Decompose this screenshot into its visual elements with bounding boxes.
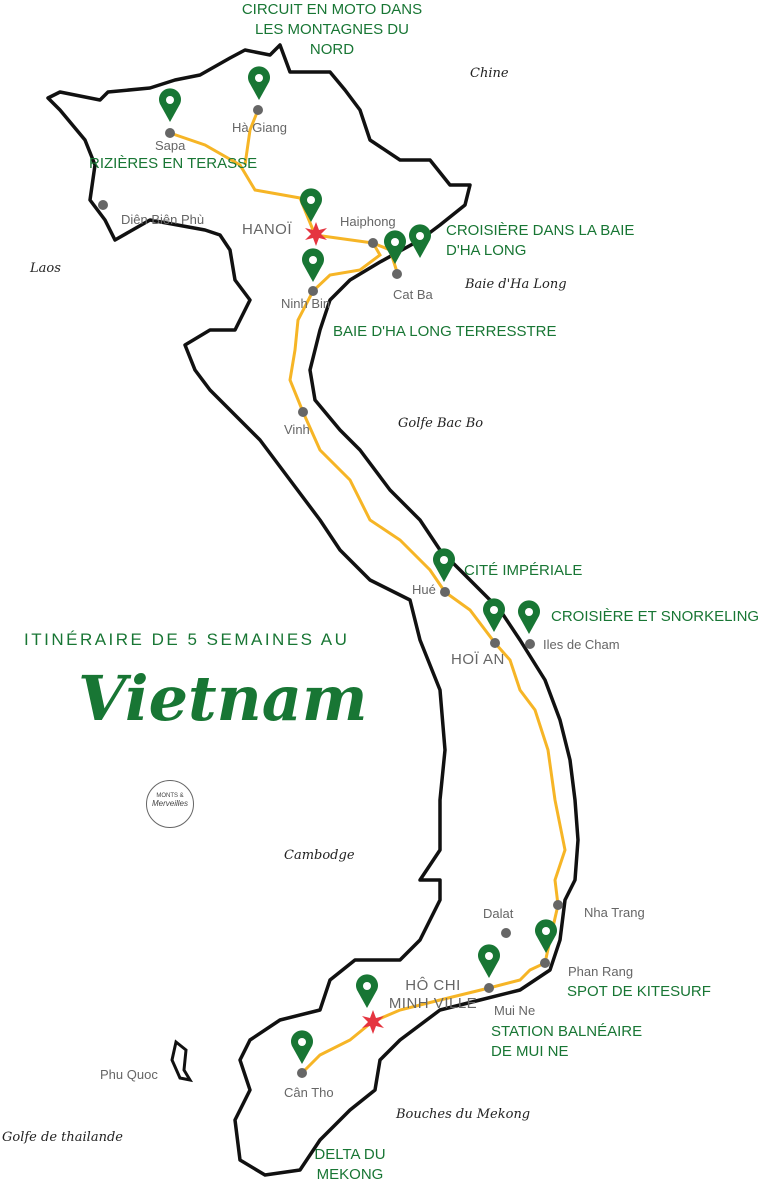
pin-icon [518, 600, 540, 634]
activity-cite-imperiale: CITÉ IMPÉRIALE [464, 562, 583, 579]
dot-iles-cham [525, 639, 535, 649]
pin-icon [478, 944, 500, 978]
city-vinh: Vinh [284, 422, 310, 437]
city-phu-quoc: Phu Quoc [100, 1067, 158, 1082]
dot-hue [440, 587, 450, 597]
region-golfe-bac-bo: Golfe Bac Bo [398, 416, 484, 431]
city-ninh-binh: Ninh Bin [281, 296, 331, 311]
pin-icon [302, 248, 324, 282]
dot-haiphong [368, 238, 378, 248]
region-baie-halong: Baie d'Ha Long [465, 277, 567, 292]
region-chine: Chine [470, 66, 509, 81]
dot-mui-ne [484, 983, 494, 993]
city-cat-ba: Cat Ba [393, 287, 433, 302]
route-ha-giang [243, 109, 260, 166]
activity-croisiere-halong: CROISIÈRE DANS LA BAIE D'HA LONG [446, 222, 635, 259]
city-iles-de-cham: Iles de Cham [543, 637, 620, 652]
hcmc-star-icon [362, 1010, 384, 1034]
title-country: Vietnam [78, 662, 368, 735]
activity-moto: CIRCUIT EN MOTO DANS LES MONTAGNES DU NO… [241, 1, 423, 58]
logo-top-text: MONTS & [156, 793, 184, 799]
pin-icon [384, 230, 406, 264]
city-hcmc: HÔ CHI MINH VILLE [388, 977, 478, 1012]
dot-ninh-binh [308, 286, 318, 296]
region-golfe-thailande: Golfe de thailande [2, 1130, 123, 1145]
region-cambodge: Cambodge [284, 848, 355, 863]
city-hanoi: HANOÏ [242, 221, 293, 238]
region-bouches-mekong: Bouches du Mekong [396, 1107, 531, 1122]
pin-icon [300, 188, 322, 222]
activity-rizieres: RIZIÈRES EN TERASSE [89, 155, 258, 172]
activity-mekong: DELTA DU MEKONG [314, 1146, 386, 1183]
pin-icon [291, 1030, 313, 1064]
pin-icon [159, 88, 181, 122]
city-hoi-an: HOÏ AN [451, 651, 505, 668]
logo-bottom-text: Merveilles [151, 799, 188, 808]
region-laos: Laos [30, 261, 61, 276]
pin-icon [433, 548, 455, 582]
phu-quoc-island [170, 1039, 194, 1083]
city-haiphong: Haiphong [340, 214, 396, 229]
city-dots [98, 105, 563, 1078]
pin-icon [356, 974, 378, 1008]
dot-vinh [298, 407, 308, 417]
hanoi-star-icon [305, 222, 327, 246]
activity-mui-ne: STATION BALNÉAIRE DE MUI NE [491, 1023, 643, 1060]
dot-hoi-an [490, 638, 500, 648]
pin-icon [248, 66, 270, 100]
pin-icon [535, 919, 557, 953]
city-dien-bien-phu: Diên Biên Phù [121, 212, 205, 227]
brand-logo: MONTS & Merveilles [146, 780, 194, 828]
city-can-tho: Cân Tho [284, 1085, 334, 1100]
city-mui-ne: Mui Ne [494, 1003, 536, 1018]
city-phan-rang: Phan Rang [568, 964, 634, 979]
dot-phan-rang [540, 958, 550, 968]
activity-halong-terrestre: BAIE D'HA LONG TERRESSTRE [333, 323, 557, 340]
pin-icon [409, 224, 431, 258]
city-nha-trang: Nha Trang [584, 905, 645, 920]
dot-nha-trang [553, 900, 563, 910]
dot-dalat [501, 928, 511, 938]
city-sapa: Sapa [155, 138, 186, 153]
city-hue: Hué [412, 582, 436, 597]
dot-ha-giang [253, 105, 263, 115]
pins [159, 66, 557, 1064]
dot-can-tho [297, 1068, 307, 1078]
route-line [169, 131, 567, 1075]
dot-sapa [165, 128, 175, 138]
city-dalat: Dalat [483, 906, 514, 921]
title-line: ITINÉRAIRE DE 5 SEMAINES AU [24, 630, 350, 649]
dot-cat-ba [392, 269, 402, 279]
dot-dien-bien-phu [98, 200, 108, 210]
activity-snorkeling: CROISIÈRE ET SNORKELING [551, 608, 760, 625]
country-outline [46, 43, 580, 1177]
city-ha-giang: Hà Giang [232, 120, 287, 135]
pin-icon [483, 598, 505, 632]
activity-kitesurf: SPOT DE KITESURF [567, 983, 711, 1000]
